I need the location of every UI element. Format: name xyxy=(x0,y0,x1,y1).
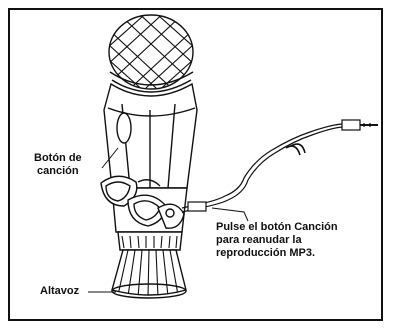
instruction-label: Pulse el botón Canción para reanudar la … xyxy=(216,221,338,260)
song-button-label-line1: Botón de xyxy=(34,152,82,164)
microphone-grip xyxy=(100,175,188,233)
song-button[interactable] xyxy=(116,112,132,144)
cable-plug-right xyxy=(341,119,361,131)
speaker-label: Altavoz xyxy=(40,285,80,297)
instruction-label-line1: Pulse el botón Canción xyxy=(216,221,338,233)
instruction-label-line3: reproducción MP3. xyxy=(216,247,316,259)
speaker-base xyxy=(111,231,187,299)
audio-cable xyxy=(181,119,378,213)
cable-plug-left xyxy=(187,201,207,212)
song-button-label-line2: canción xyxy=(37,165,79,177)
instruction-leader xyxy=(211,207,249,222)
instruction-label-line2: para reanudar la xyxy=(216,234,302,246)
diagram-frame xyxy=(8,8,383,321)
microphone-head xyxy=(108,14,194,93)
song-button-label: Botón de canción xyxy=(34,152,82,178)
leader-lines xyxy=(88,147,249,293)
microphone-body xyxy=(103,82,198,189)
song-button-leader xyxy=(101,147,119,169)
